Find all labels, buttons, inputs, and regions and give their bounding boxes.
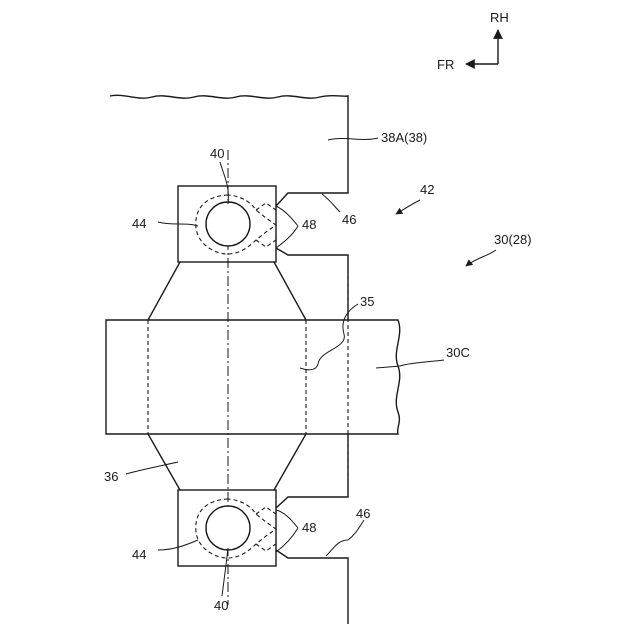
label-40-top: 40 (210, 146, 224, 161)
label-48-bottom: 48 (302, 520, 316, 535)
label-30: 30(28) (494, 232, 532, 247)
label-38a: 38A(38) (381, 130, 427, 145)
label-44-top: 44 (132, 216, 146, 231)
leader-46-top (322, 194, 340, 212)
label-36: 36 (104, 469, 118, 484)
label-46-top: 46 (342, 212, 356, 227)
leader-46-bottom (326, 520, 364, 556)
frame-member-bottom-outline (276, 550, 348, 624)
label-46-bottom: 46 (356, 506, 370, 521)
frame-member-outline (110, 95, 348, 206)
leader-48-bottom (276, 510, 298, 552)
label-48-top: 48 (302, 217, 316, 232)
leader-42 (396, 200, 420, 214)
leader-30 (466, 250, 496, 266)
leader-40-top (220, 162, 228, 204)
leader-38a (328, 138, 378, 140)
label-40-bottom: 40 (214, 598, 228, 613)
label-35: 35 (360, 294, 374, 309)
leader-40-bottom (222, 548, 228, 596)
fr-label: FR (437, 57, 454, 72)
direction-indicator: RH FR (437, 10, 509, 72)
label-30c: 30C (446, 345, 470, 360)
leader-48-top (276, 206, 298, 248)
bottom-bolt-40 (206, 506, 250, 550)
top-bolt-40 (206, 202, 250, 246)
label-44-bottom: 44 (132, 547, 146, 562)
label-42: 42 (420, 182, 434, 197)
rh-label: RH (490, 10, 509, 25)
cross-member-30c (106, 320, 400, 434)
